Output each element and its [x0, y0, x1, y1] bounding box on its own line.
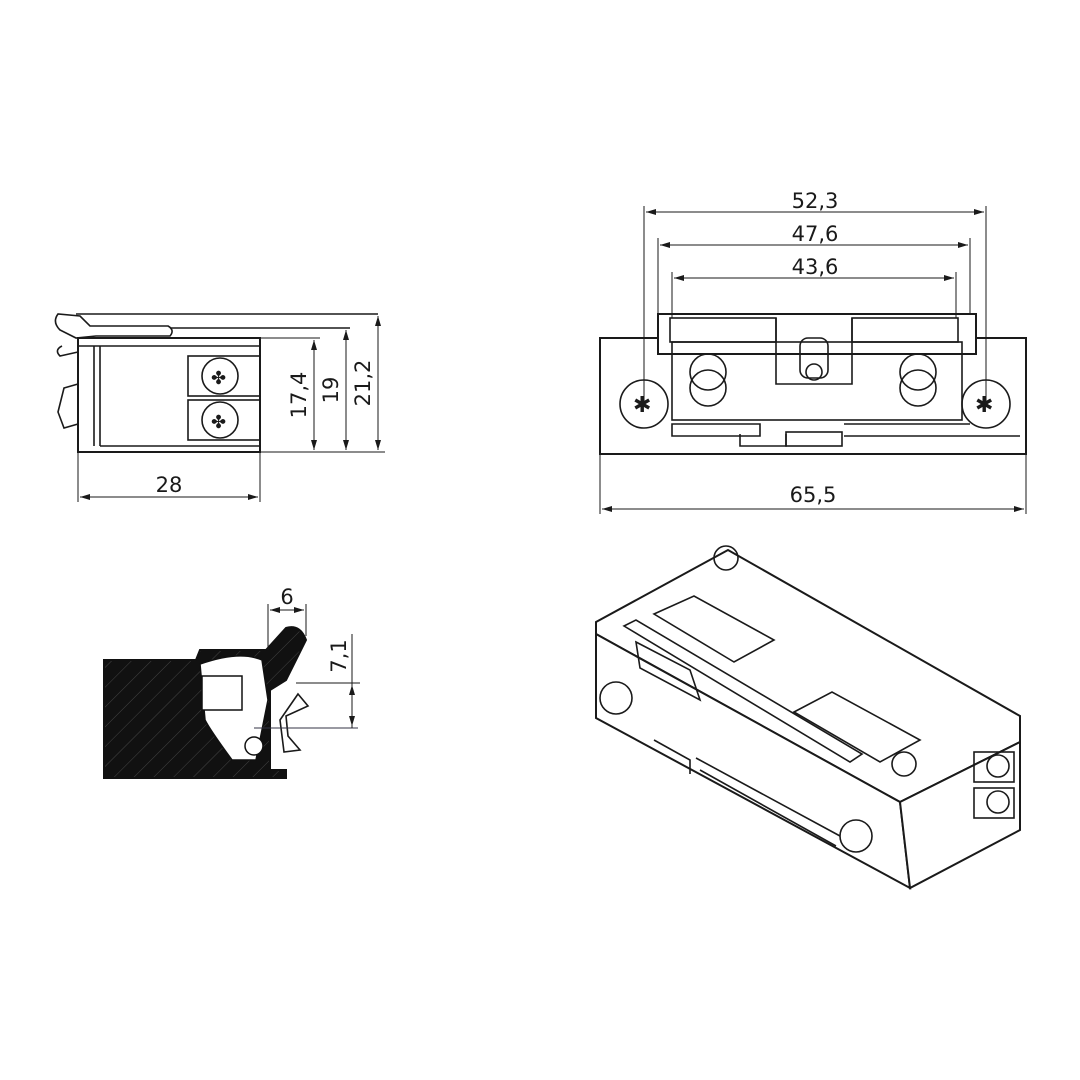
side-view: ✤ ✤ 28 17,4 19 21,2: [54, 313, 385, 502]
svg-text:✤: ✤: [211, 368, 226, 389]
dim-height-inner: 17,4: [287, 372, 311, 419]
screw-icon: [713, 545, 739, 571]
screw-icon: [599, 681, 633, 715]
front-view: ✱ ✱ 52,3 47,6 43,6 65,5: [599, 189, 1027, 514]
dim-height-overall: 21,2: [351, 360, 375, 407]
dim-latch-height: 7,1: [327, 639, 351, 672]
isometric-view: [595, 545, 1021, 890]
svg-text:✤: ✤: [211, 412, 226, 433]
dim-height-mid: 19: [319, 377, 343, 404]
section-view: 6 7,1: [103, 585, 360, 779]
dim-latch-opening: 43,6: [792, 255, 839, 279]
svg-text:✱: ✱: [975, 393, 993, 418]
dim-latch-depth: 6: [280, 585, 293, 609]
dim-screw-spacing: 52,3: [792, 189, 839, 213]
svg-text:✱: ✱: [633, 393, 651, 418]
terminal-screw-icon: [986, 790, 1010, 814]
terminal-screw-icon: [201, 401, 239, 439]
screw-icon: [891, 751, 917, 777]
dim-overall-width: 65,5: [790, 483, 837, 507]
dim-width: 28: [156, 473, 183, 497]
dim-faceplate-width: 47,6: [792, 222, 839, 246]
terminal-screw-icon: [986, 754, 1010, 778]
terminal-screw-icon: [201, 357, 239, 395]
